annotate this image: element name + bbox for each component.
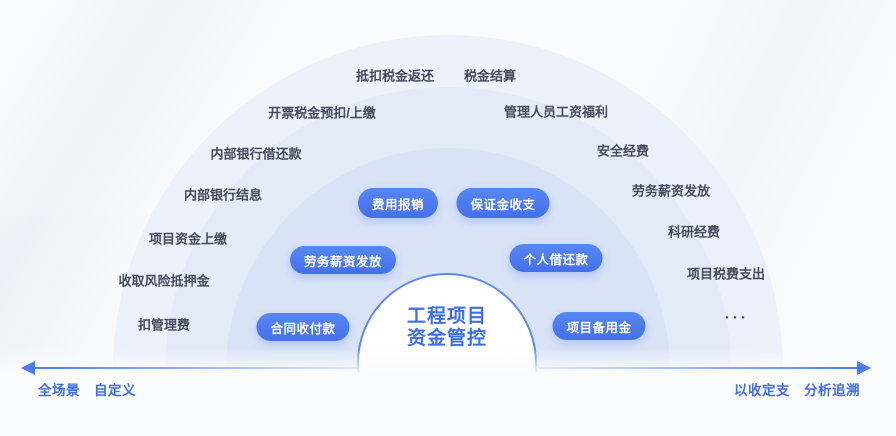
pill-contract-payments[interactable]: 合同收付款 bbox=[256, 313, 350, 341]
right-arrow-icon bbox=[857, 361, 871, 375]
pill-deposit-income-expense[interactable]: 保证金收支 bbox=[456, 188, 550, 218]
arc-label-invoice-tax-withhold: 开票税金预扣/上缴 bbox=[268, 105, 376, 121]
ellipsis-more: ··· bbox=[725, 309, 749, 327]
pill-personal-loan-repayment[interactable]: 个人借还款 bbox=[509, 244, 603, 272]
center-title-line2: 资金管控 bbox=[406, 328, 487, 349]
arc-label-safety-expense: 安全经费 bbox=[596, 143, 650, 159]
caption-analysis-tracing: 分析追溯 bbox=[804, 383, 860, 398]
pill-expense-reimbursement[interactable]: 费用报销 bbox=[357, 188, 439, 218]
arc-label-project-tax-expense: 项目税费支出 bbox=[686, 266, 766, 282]
arc-label-tax-settlement: 税金结算 bbox=[463, 68, 517, 84]
axis-line-right bbox=[538, 367, 860, 369]
arc-label-management-fee: 扣管理费 bbox=[137, 317, 191, 333]
arc-label-internal-bank-loan: 内部银行借还款 bbox=[210, 146, 302, 162]
arc-label-research-expense: 科研经费 bbox=[667, 224, 721, 240]
arc-label-tax-refund: 抵扣税金返还 bbox=[355, 68, 435, 84]
arc-label-internal-bank-interest: 内部银行结息 bbox=[183, 187, 263, 203]
center-circle: 工程项目 资金管控 bbox=[357, 273, 537, 436]
pill-project-reserve-fund[interactable]: 项目备用金 bbox=[552, 312, 646, 340]
arc-label-labor-wage-payment: 劳务薪资发放 bbox=[631, 183, 711, 199]
center-title-line1: 工程项目 bbox=[406, 306, 487, 327]
axis-line-left bbox=[33, 367, 359, 369]
pill-labor-wage-payment[interactable]: 劳务薪资发放 bbox=[289, 246, 397, 274]
caption-spend-by-income: 以收定支 bbox=[734, 383, 790, 398]
arc-label-project-fund-remit: 项目资金上缴 bbox=[148, 231, 228, 247]
caption-customizable: 自定义 bbox=[94, 383, 136, 398]
left-arrow-icon bbox=[21, 361, 35, 375]
arc-label-manager-salary-welfare: 管理人员工资福利 bbox=[503, 104, 609, 120]
axis-caption-right: 以收定支 分析追溯 bbox=[734, 379, 860, 399]
caption-all-scenarios: 全场景 bbox=[38, 383, 80, 398]
center-title: 工程项目 资金管控 bbox=[359, 306, 535, 350]
axis-caption-left: 全场景 自定义 bbox=[38, 379, 136, 399]
arc-label-risk-deposit: 收取风险抵押金 bbox=[118, 273, 210, 289]
